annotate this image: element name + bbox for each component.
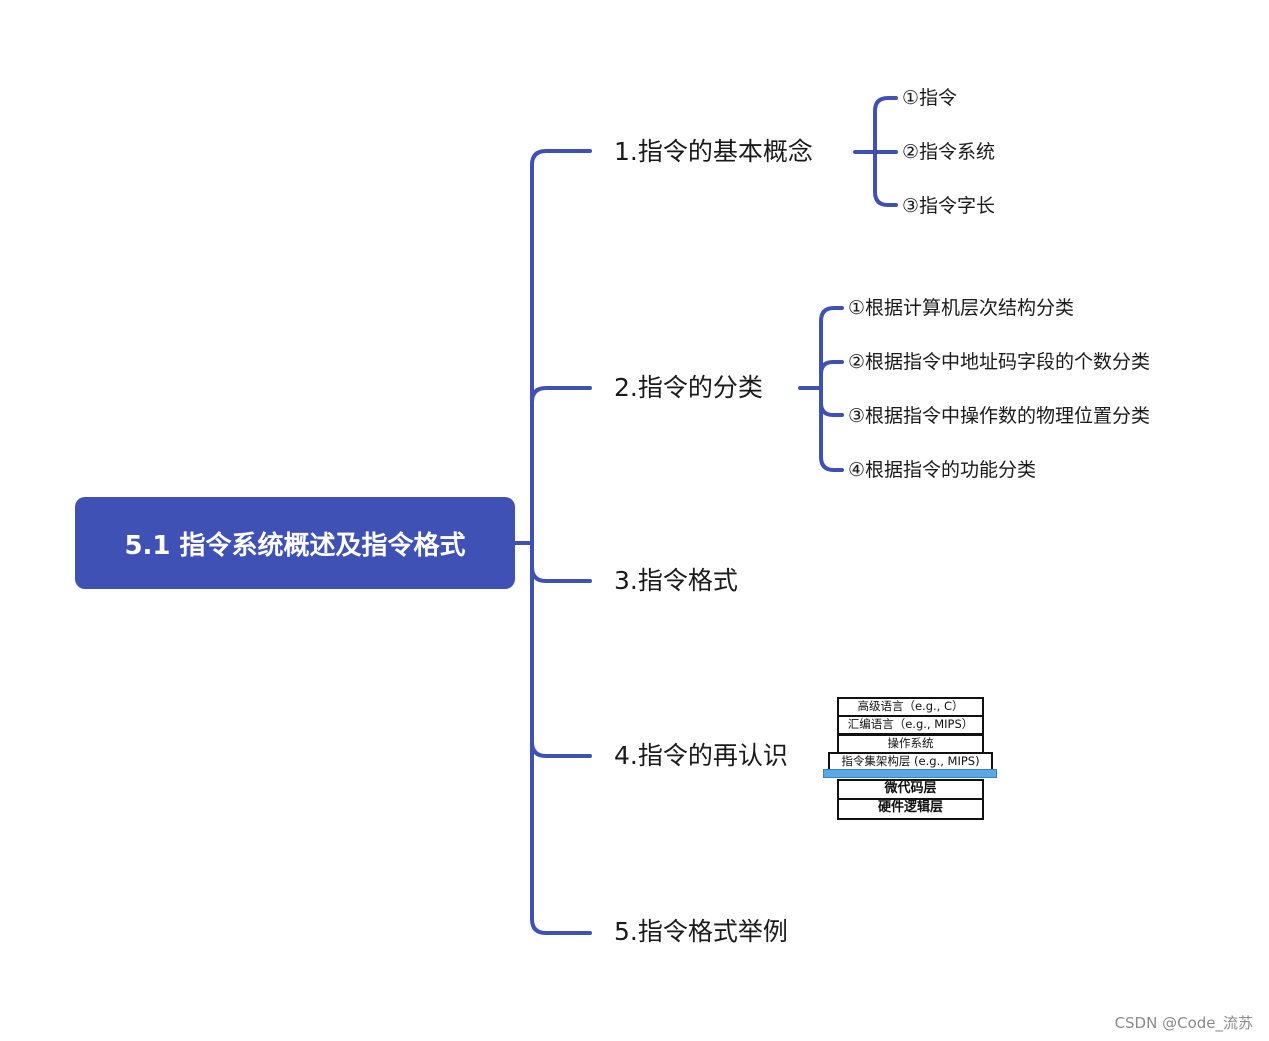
branch-2-bracket bbox=[819, 306, 844, 472]
branch-label: 1.指令的基本概念 bbox=[614, 137, 813, 166]
branch-label: 4.指令的再认识 bbox=[614, 741, 788, 770]
layer-operating-system: 操作系统 bbox=[837, 734, 984, 754]
isa-highlight-bar bbox=[823, 769, 997, 778]
leaf-word-length[interactable]: ③指令字长 bbox=[902, 194, 995, 218]
branch-format-examples[interactable]: 5.指令格式举例 bbox=[614, 917, 788, 947]
leaf-label: ③根据指令中操作数的物理位置分类 bbox=[848, 405, 1151, 427]
leaf-classify-by-operand-location[interactable]: ③根据指令中操作数的物理位置分类 bbox=[848, 404, 1150, 428]
layer-microcode: 微代码层 bbox=[837, 779, 984, 800]
watermark: CSDN @Code_流苏 bbox=[1114, 1014, 1253, 1032]
branch-revisit[interactable]: 4.指令的再认识 bbox=[614, 741, 788, 771]
layer-stack-diagram: 高级语言（e.g., C） 汇编语言（e.g., MIPS） 操作系统 指令集架… bbox=[823, 697, 998, 822]
leaf-classify-by-address-count[interactable]: ②根据指令中地址码字段的个数分类 bbox=[848, 350, 1150, 374]
layer-label: 指令集架构层 (e.g., MIPS) bbox=[841, 754, 980, 768]
leaf-label: ①指令 bbox=[902, 87, 958, 109]
leaf-classify-by-function[interactable]: ④根据指令的功能分类 bbox=[848, 458, 1036, 482]
branch-tick-3 bbox=[530, 565, 592, 583]
layer-high-level-language: 高级语言（e.g., C） bbox=[837, 697, 984, 717]
leaf-label: ③指令字长 bbox=[902, 195, 996, 217]
layer-label: 操作系统 bbox=[887, 736, 934, 750]
root-label: 5.1 指令系统概述及指令格式 bbox=[124, 530, 466, 561]
branch-basic-concepts[interactable]: 1.指令的基本概念 bbox=[614, 137, 813, 167]
leaf-instruction[interactable]: ①指令 bbox=[902, 86, 957, 110]
layer-label: 高级语言（e.g., C） bbox=[857, 699, 964, 713]
branch-tick-2 bbox=[530, 386, 592, 404]
root-node[interactable]: 5.1 指令系统概述及指令格式 bbox=[75, 497, 515, 589]
leaf-label: ①根据计算机层次结构分类 bbox=[848, 297, 1075, 319]
main-trunk bbox=[530, 149, 592, 935]
leaf-label: ②指令系统 bbox=[902, 141, 996, 163]
branch-2-tick-3 bbox=[819, 401, 844, 417]
branch-label: 5.指令格式举例 bbox=[614, 917, 788, 946]
branch-2-tick-2 bbox=[819, 360, 844, 376]
layer-assembly-language: 汇编语言（e.g., MIPS） bbox=[837, 715, 984, 735]
branch-label: 3.指令格式 bbox=[614, 566, 738, 595]
branch-label: 2.指令的分类 bbox=[614, 373, 763, 402]
layer-isa: 指令集架构层 (e.g., MIPS) bbox=[828, 752, 993, 772]
leaf-label: ②根据指令中地址码字段的个数分类 bbox=[848, 351, 1151, 373]
layer-hardware-logic: 硬件逻辑层 bbox=[837, 798, 984, 820]
layer-label: 硬件逻辑层 bbox=[877, 800, 943, 815]
leaf-label: ④根据指令的功能分类 bbox=[848, 459, 1037, 481]
layer-label: 微代码层 bbox=[884, 781, 937, 796]
leaf-instruction-system[interactable]: ②指令系统 bbox=[902, 140, 995, 164]
branch-tick-4 bbox=[530, 740, 592, 758]
layer-label: 汇编语言（e.g., MIPS） bbox=[847, 717, 974, 731]
leaf-classify-by-hierarchy[interactable]: ①根据计算机层次结构分类 bbox=[848, 296, 1074, 320]
branch-instruction-format[interactable]: 3.指令格式 bbox=[614, 566, 738, 596]
branch-classification[interactable]: 2.指令的分类 bbox=[614, 373, 763, 403]
